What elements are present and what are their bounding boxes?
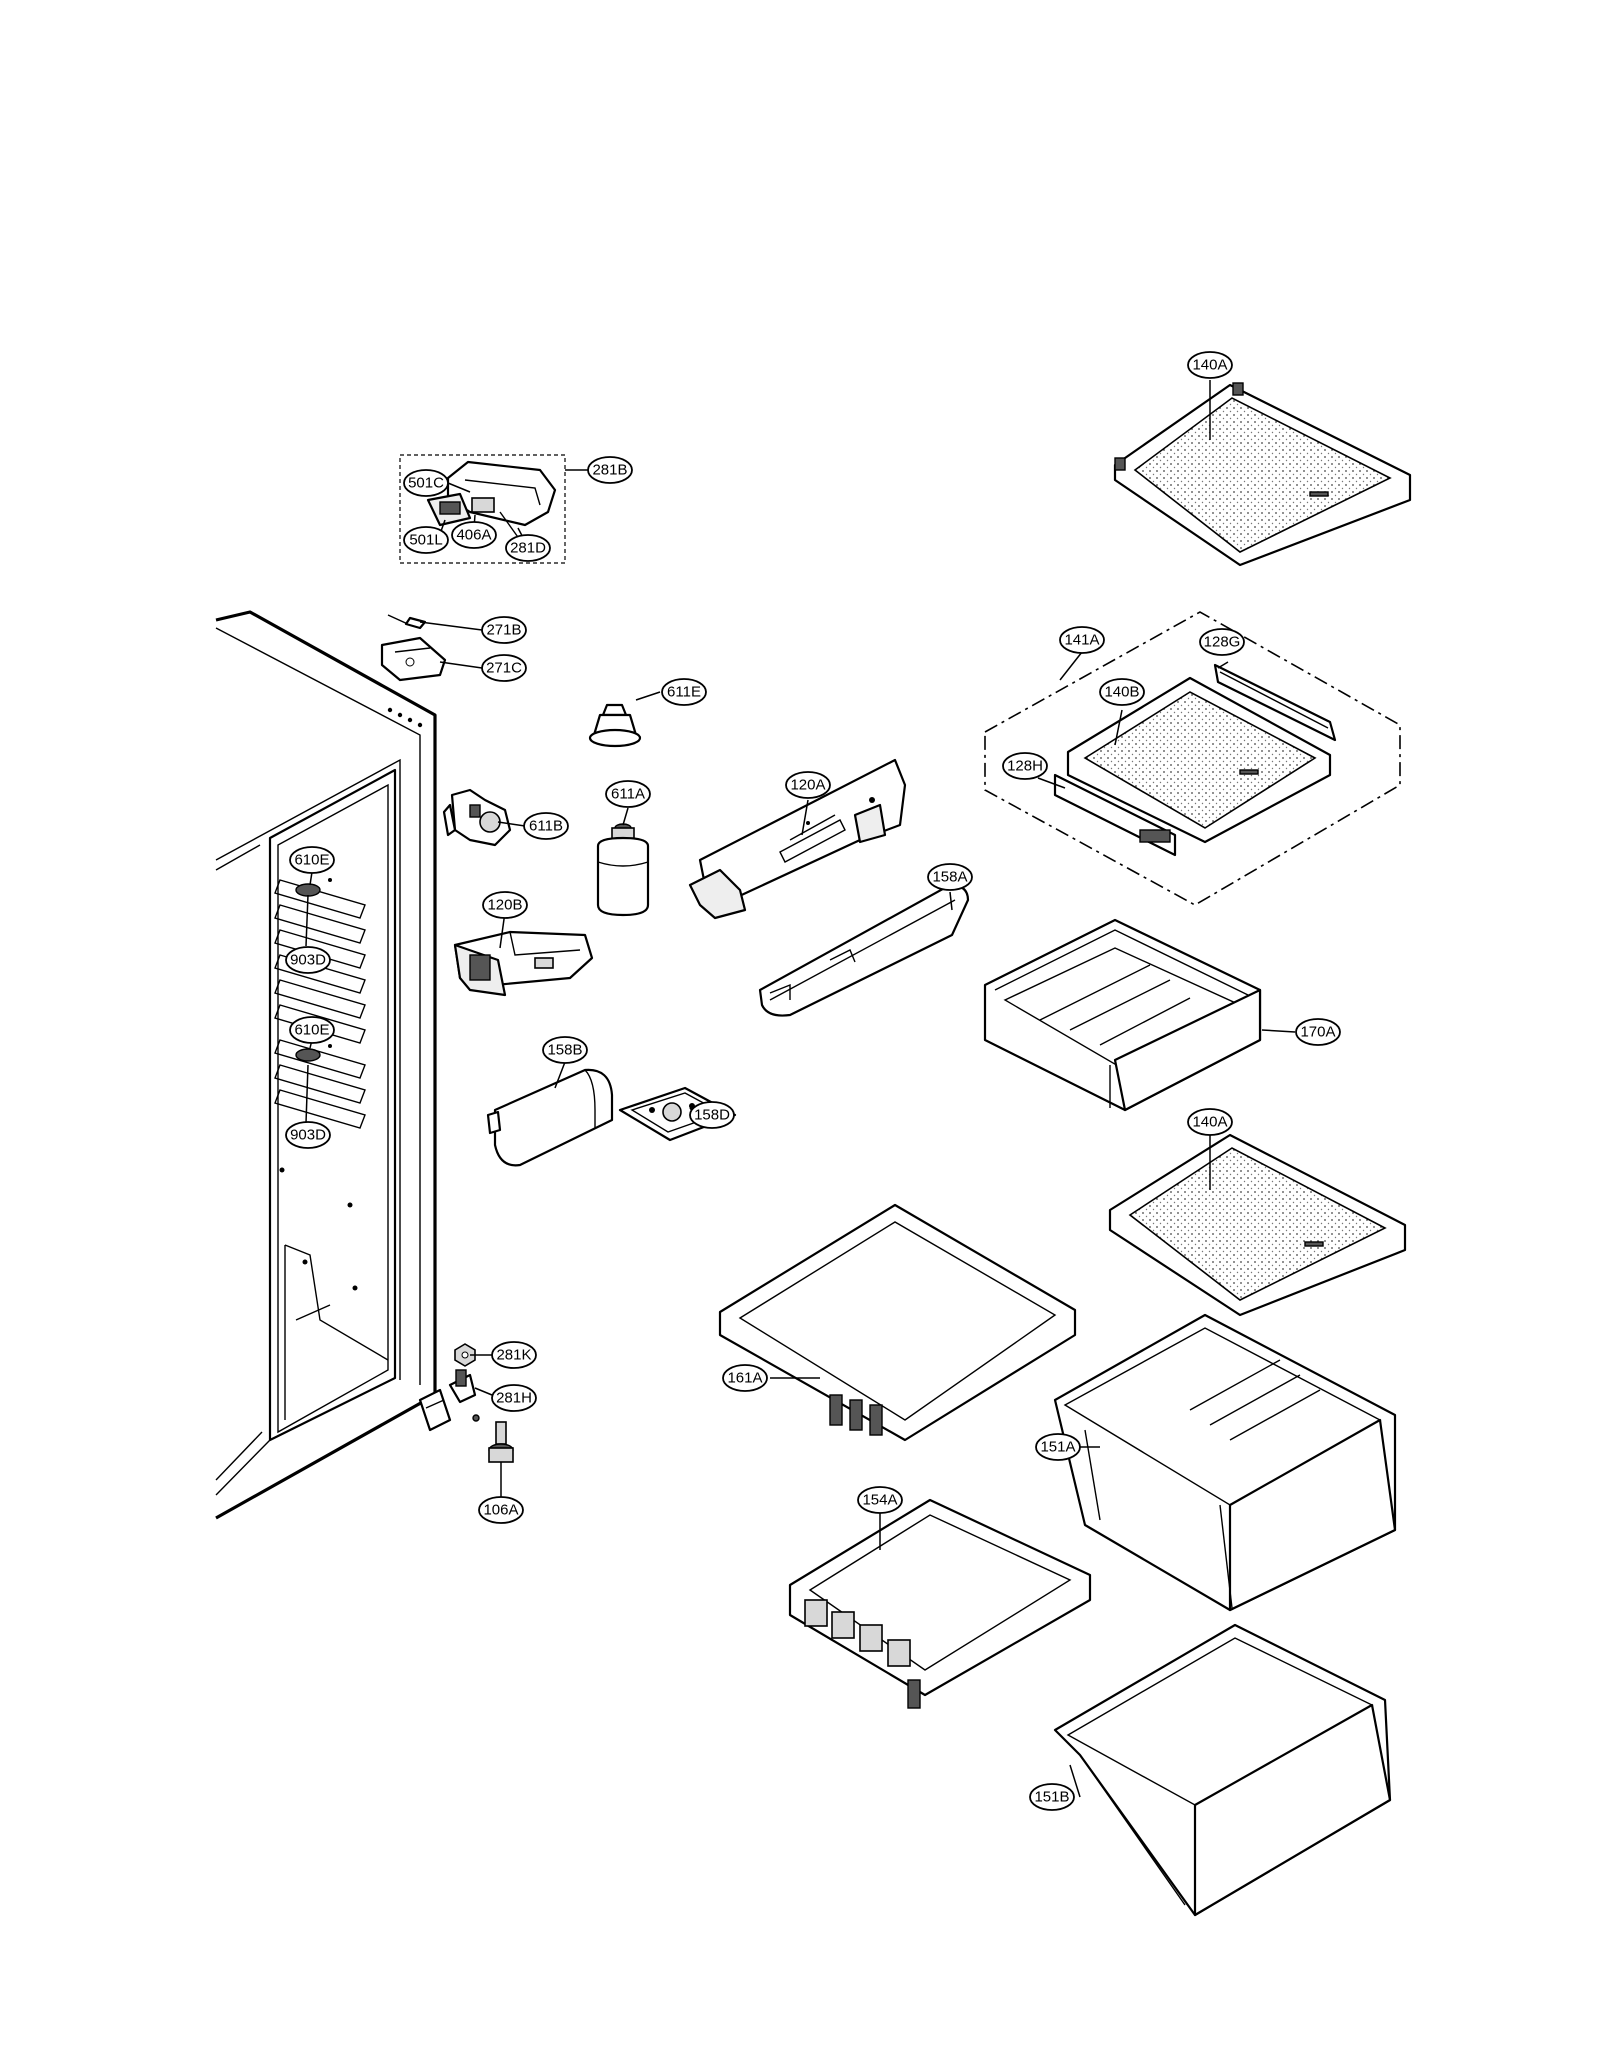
callout-170A: 170A — [1295, 1018, 1341, 1046]
svg-text:271B: 271B — [486, 622, 521, 639]
callout-140A-top: 140A — [1187, 351, 1233, 379]
hinge-hardware — [448, 1343, 514, 1463]
svg-text:151B: 151B — [1034, 1789, 1069, 1806]
svg-text:106A: 106A — [483, 1502, 518, 1519]
callout-128H: 128H — [1002, 752, 1048, 780]
svg-text:610E: 610E — [294, 1022, 329, 1039]
svg-text:128H: 128H — [1007, 758, 1043, 775]
svg-text:281H: 281H — [496, 1390, 532, 1407]
callout-501C: 501C — [403, 469, 449, 497]
callout-140B: 140B — [1099, 678, 1145, 706]
bracket-parts — [380, 614, 447, 682]
svg-text:140A: 140A — [1192, 357, 1227, 374]
water-filter — [596, 823, 650, 917]
callout-154A: 154A — [857, 1486, 903, 1514]
callout-611E: 611E — [661, 678, 707, 706]
svg-text:128G: 128G — [1204, 634, 1241, 651]
svg-text:158B: 158B — [547, 1042, 582, 1059]
control-assembly-group — [399, 454, 566, 564]
svg-text:903D: 903D — [290, 1127, 326, 1144]
refrigerator-cabinet — [215, 610, 452, 1520]
svg-text:158D: 158D — [694, 1107, 730, 1124]
control-cover — [486, 1068, 614, 1167]
callout-151A: 151A — [1035, 1433, 1081, 1461]
svg-text:281D: 281D — [510, 540, 546, 557]
callout-140A-middle: 140A — [1187, 1108, 1233, 1136]
svg-text:140A: 140A — [1192, 1114, 1227, 1131]
air-duct-cover — [453, 930, 594, 997]
callout-271B: 271B — [481, 616, 527, 644]
callout-903D-top: 903D — [285, 946, 331, 974]
svg-text:141A: 141A — [1064, 632, 1099, 649]
callout-158A: 158A — [927, 863, 973, 891]
callout-120A: 120A — [785, 771, 831, 799]
svg-text:611A: 611A — [611, 786, 645, 803]
trim-cover — [758, 883, 970, 1017]
svg-text:281K: 281K — [496, 1347, 531, 1364]
filter-cap — [588, 703, 642, 748]
svg-text:611E: 611E — [667, 684, 701, 701]
shelf-rail-ladder — [274, 878, 366, 1129]
callout-406A: 406A — [451, 521, 497, 549]
svg-text:120A: 120A — [790, 777, 825, 794]
callout-501L: 501L — [403, 526, 449, 554]
svg-text:903D: 903D — [290, 952, 326, 969]
callout-281H: 281H — [491, 1384, 537, 1412]
callout-158B: 158B — [542, 1036, 588, 1064]
callout-610E-top: 610E — [289, 846, 335, 874]
callout-141A: 141A — [1059, 626, 1105, 654]
svg-text:501C: 501C — [408, 475, 444, 492]
callout-903D-bottom: 903D — [285, 1121, 331, 1149]
svg-text:610E: 610E — [294, 852, 329, 869]
crisper-drawer-large — [1053, 1313, 1397, 1612]
callout-106A: 106A — [478, 1496, 524, 1524]
filter-head — [442, 788, 512, 847]
svg-text:151A: 151A — [1040, 1439, 1075, 1456]
svg-text:501L: 501L — [409, 532, 442, 549]
shelf-assembly-group — [984, 611, 1401, 906]
svg-text:406A: 406A — [456, 527, 491, 544]
glass-shelf-middle — [1108, 1133, 1407, 1317]
svg-text:154A: 154A — [862, 1492, 897, 1509]
callout-161A: 161A — [722, 1364, 768, 1392]
svg-text:120B: 120B — [487, 897, 522, 914]
callout-281D: 281D — [505, 534, 551, 562]
callout-611A: 611A — [605, 780, 651, 808]
svg-text:161A: 161A — [727, 1370, 762, 1387]
callout-158D: 158D — [689, 1101, 735, 1129]
callout-151B: 151B — [1029, 1783, 1075, 1811]
callout-281K: 281K — [491, 1341, 537, 1369]
callout-271C: 271C — [481, 654, 527, 682]
callout-611B: 611B — [523, 812, 569, 840]
svg-text:281B: 281B — [592, 462, 627, 479]
crisper-drawer-bottom — [1053, 1623, 1392, 1917]
svg-text:158A: 158A — [932, 869, 967, 886]
callout-128G: 128G — [1199, 628, 1245, 656]
svg-text:170A: 170A — [1300, 1024, 1335, 1041]
callout-610E-bottom: 610E — [289, 1016, 335, 1044]
callout-281B: 281B — [587, 456, 633, 484]
glass-shelf-top — [1113, 382, 1412, 567]
crisper-drawer-small — [983, 918, 1262, 1112]
svg-text:271C: 271C — [486, 660, 522, 677]
svg-text:140B: 140B — [1104, 684, 1139, 701]
svg-text:611B: 611B — [529, 818, 563, 835]
deli-drawer-cover — [788, 1498, 1092, 1709]
spill-proof-shelf — [718, 1203, 1077, 1442]
callout-120B: 120B — [482, 891, 528, 919]
